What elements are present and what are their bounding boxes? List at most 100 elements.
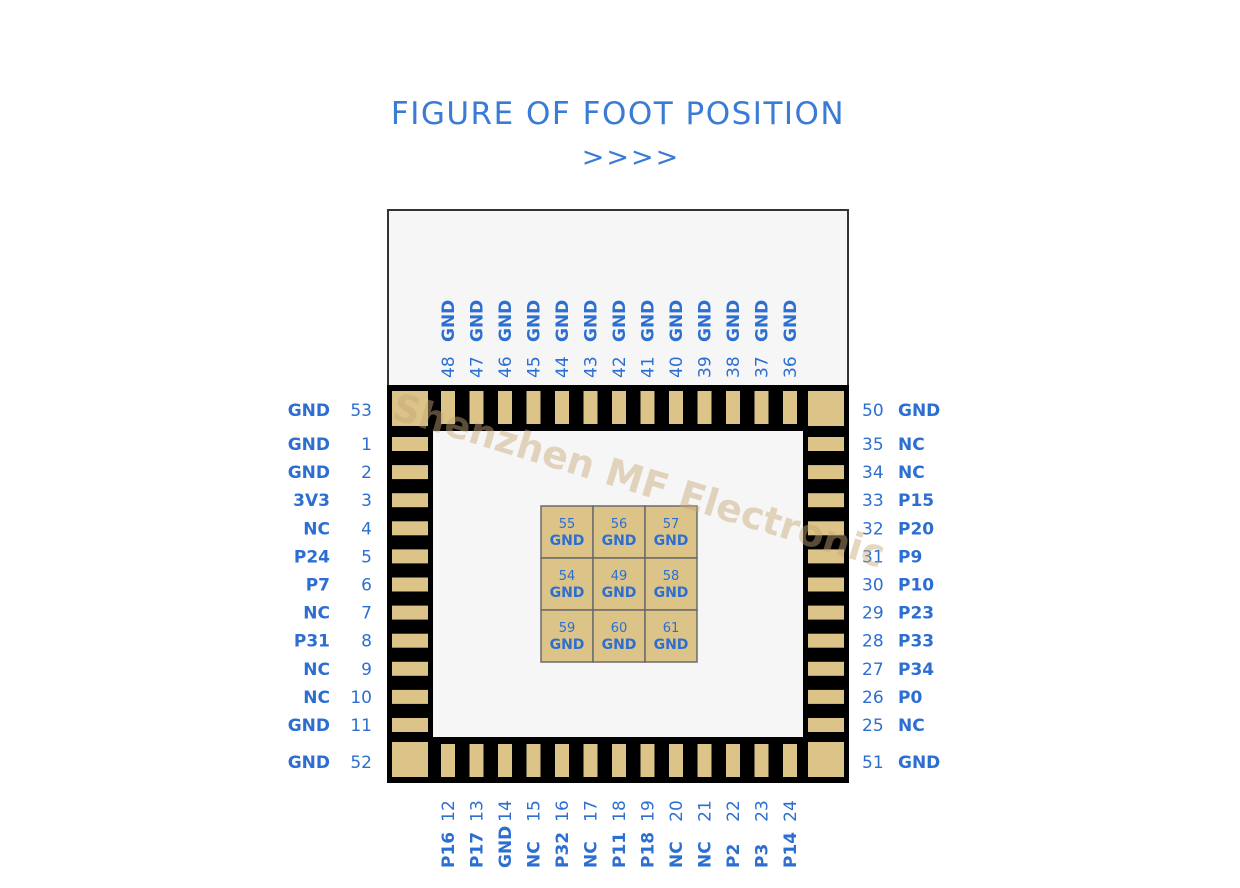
pin-label-42: GND bbox=[610, 300, 630, 342]
pin-number-36: 36 bbox=[781, 356, 801, 378]
pin-pad-left-11 bbox=[392, 718, 428, 732]
pin-label-10: NC bbox=[303, 688, 330, 708]
pin-number-51: 51 bbox=[862, 753, 884, 773]
pin-label-30: P10 bbox=[898, 576, 934, 596]
pin-number-50: 50 bbox=[862, 401, 884, 421]
pin-label-48: GND bbox=[439, 300, 459, 342]
pin-label-50: GND bbox=[898, 401, 940, 421]
pin-pad-left-1 bbox=[392, 437, 428, 451]
pin-label-35: NC bbox=[898, 435, 925, 455]
pin-label-7: NC bbox=[303, 604, 330, 624]
page-title: FIGURE OF FOOT POSITION bbox=[390, 96, 846, 132]
pin-label-15: NC bbox=[525, 841, 545, 868]
pin-pad-left-4 bbox=[392, 521, 428, 536]
pin-pad-left-2 bbox=[392, 465, 428, 480]
pin-pad-left-8 bbox=[392, 633, 428, 648]
pin-pad-top-47 bbox=[469, 391, 484, 424]
pin-pad-bottom-19 bbox=[640, 744, 655, 777]
pin-label-3: 3V3 bbox=[293, 491, 330, 511]
pin-number-33: 33 bbox=[862, 491, 884, 511]
pin-label-38: GND bbox=[724, 300, 744, 342]
pin-pad-left-3 bbox=[392, 493, 428, 508]
center-pad-number-57: 57 bbox=[663, 517, 680, 532]
pin-label-46: GND bbox=[496, 300, 516, 342]
pin-pad-bottom-14 bbox=[498, 744, 512, 777]
pin-number-48: 48 bbox=[439, 356, 459, 378]
pin-label-22: P2 bbox=[724, 844, 744, 868]
pin-number-42: 42 bbox=[610, 356, 630, 378]
pin-label-4: NC bbox=[303, 519, 330, 539]
center-pad-number-49: 49 bbox=[611, 569, 628, 584]
center-pad-60 bbox=[592, 609, 646, 663]
pin-label-11: GND bbox=[288, 716, 330, 736]
pin-label-20: NC bbox=[667, 841, 687, 868]
pin-label-5: P24 bbox=[294, 547, 330, 567]
center-pad-number-60: 60 bbox=[611, 621, 628, 636]
pin-label-9: NC bbox=[303, 660, 330, 680]
pin-number-2: 2 bbox=[361, 463, 372, 483]
center-pad-label-60: GND bbox=[602, 637, 637, 653]
pin-label-16: P32 bbox=[553, 832, 573, 868]
pin-pad-top-48 bbox=[441, 391, 455, 424]
pin-pad-top-38 bbox=[726, 391, 740, 424]
pin-pad-bottom-20 bbox=[669, 744, 683, 777]
pin-number-29: 29 bbox=[862, 604, 884, 624]
pin-label-39: GND bbox=[696, 300, 716, 342]
pin-pad-bottom-24 bbox=[783, 744, 797, 777]
pin-label-29: P23 bbox=[898, 604, 934, 624]
pin-label-8: P31 bbox=[294, 632, 330, 652]
pin-pad-top-46 bbox=[498, 391, 512, 424]
pin-label-12: P16 bbox=[439, 832, 459, 868]
pin-label-21: NC bbox=[696, 841, 716, 868]
pin-number-30: 30 bbox=[862, 576, 884, 596]
pin-pad-right-29 bbox=[808, 605, 844, 620]
pin-pad-right-25 bbox=[808, 718, 844, 732]
pin-number-14: 14 bbox=[496, 800, 516, 822]
corner-pad-50 bbox=[808, 391, 844, 426]
pin-number-53: 53 bbox=[350, 401, 372, 421]
pin-number-31: 31 bbox=[862, 547, 884, 567]
pin-label-27: P34 bbox=[898, 660, 934, 680]
pin-pad-top-37 bbox=[754, 391, 769, 424]
pin-number-45: 45 bbox=[525, 356, 545, 378]
pin-label-34: NC bbox=[898, 463, 925, 483]
pin-label-45: GND bbox=[525, 300, 545, 342]
center-pad-55 bbox=[540, 505, 594, 559]
center-pad-label-49: GND bbox=[602, 585, 637, 601]
pin-number-19: 19 bbox=[639, 800, 659, 822]
pin-pad-bottom-13 bbox=[469, 744, 484, 777]
pin-label-43: GND bbox=[582, 300, 602, 342]
pin-label-24: P14 bbox=[781, 832, 801, 868]
pin-number-3: 3 bbox=[361, 491, 372, 511]
pin-number-39: 39 bbox=[696, 356, 716, 378]
pin-number-1: 1 bbox=[361, 435, 372, 455]
pin-number-20: 20 bbox=[667, 800, 687, 822]
pin-pad-right-34 bbox=[808, 465, 844, 480]
pin-pad-top-45 bbox=[526, 391, 541, 424]
pin-label-53: GND bbox=[288, 401, 330, 421]
pin-label-19: P18 bbox=[639, 832, 659, 868]
pin-label-23: P3 bbox=[753, 844, 773, 868]
pin-number-46: 46 bbox=[496, 356, 516, 378]
pin-number-22: 22 bbox=[724, 800, 744, 822]
pin-pad-top-44 bbox=[555, 391, 569, 424]
corner-pad-52 bbox=[392, 742, 428, 777]
center-pad-label-54: GND bbox=[550, 585, 585, 601]
pin-number-32: 32 bbox=[862, 519, 884, 539]
center-pad-label-55: GND bbox=[550, 533, 585, 549]
title-arrows: >>>> bbox=[581, 142, 681, 173]
pin-label-37: GND bbox=[753, 300, 773, 342]
center-pad-58 bbox=[644, 557, 698, 611]
pin-number-52: 52 bbox=[350, 753, 372, 773]
pin-pad-left-10 bbox=[392, 689, 428, 704]
corner-pad-53 bbox=[392, 391, 428, 426]
pin-number-25: 25 bbox=[862, 716, 884, 736]
pin-label-28: P33 bbox=[898, 632, 934, 652]
pin-label-47: GND bbox=[468, 300, 488, 342]
pin-pad-bottom-22 bbox=[726, 744, 740, 777]
pin-label-14: GND bbox=[496, 826, 516, 868]
pin-number-40: 40 bbox=[667, 356, 687, 378]
center-pad-number-61: 61 bbox=[663, 621, 680, 636]
pin-label-33: P15 bbox=[898, 491, 934, 511]
